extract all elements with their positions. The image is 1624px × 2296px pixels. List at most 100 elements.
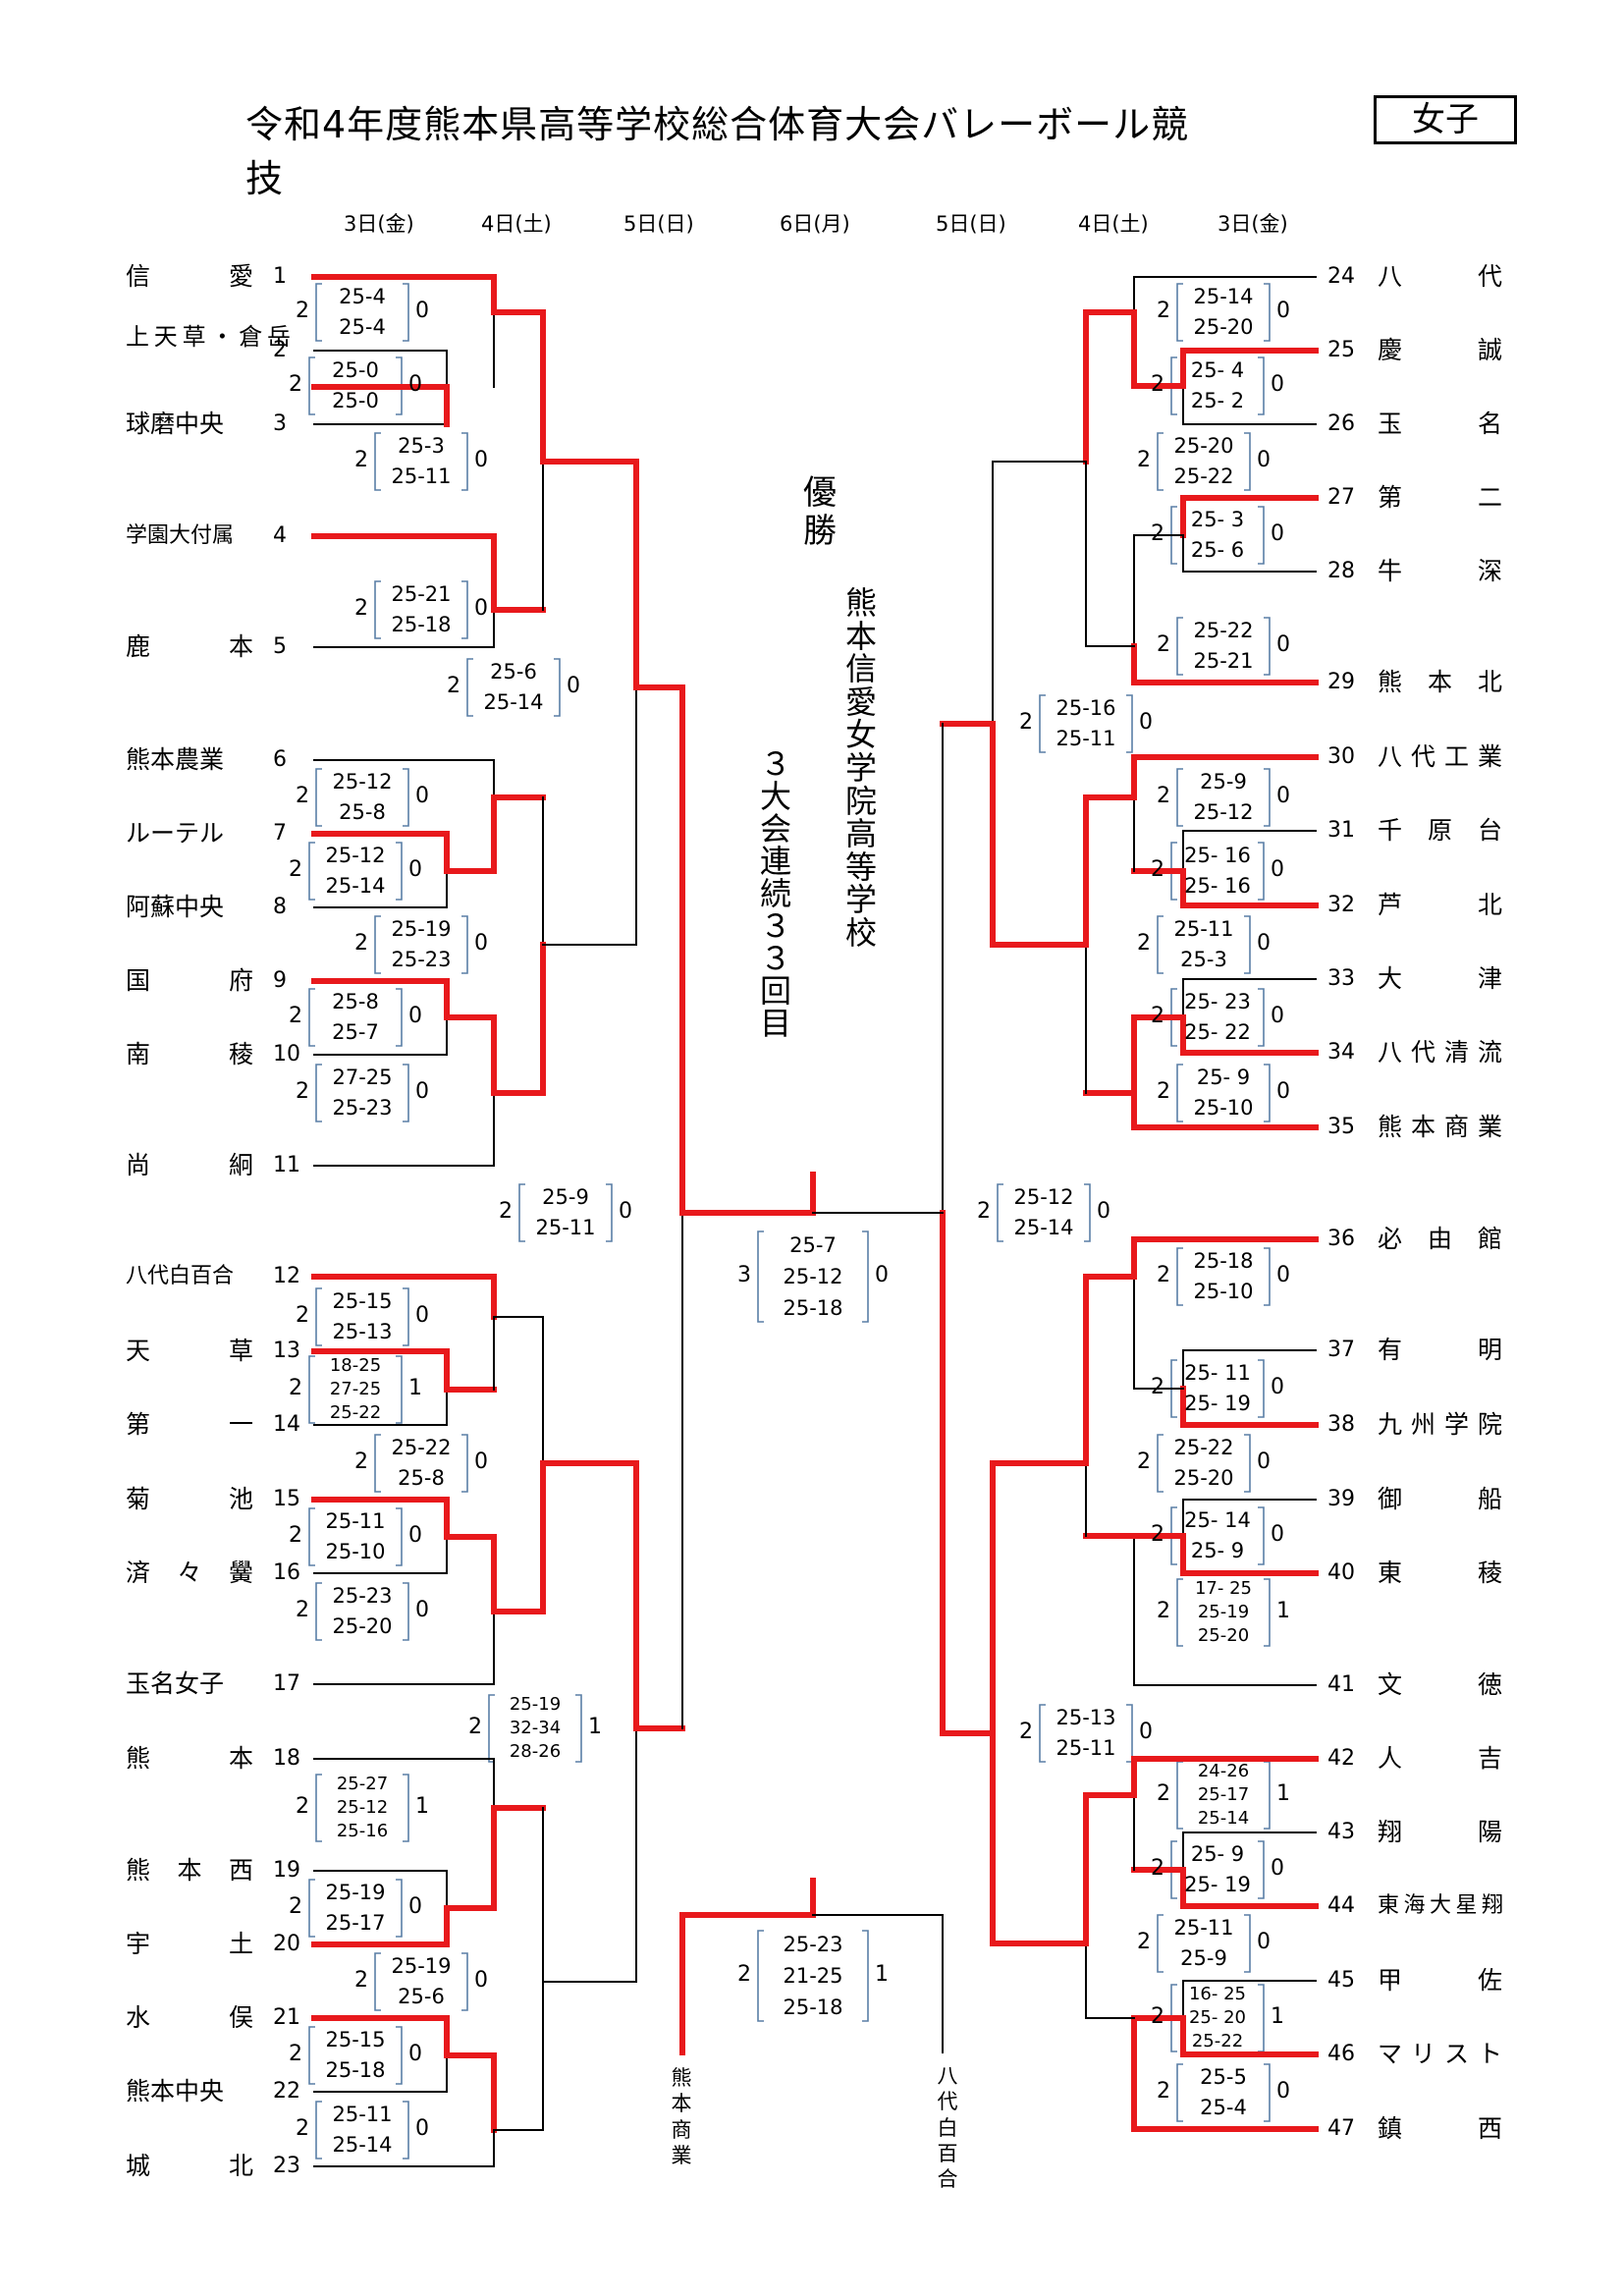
winner-sets: 2 (296, 1079, 309, 1104)
loser-sets: 0 (619, 1199, 632, 1224)
day-label: 3日(金) (344, 212, 414, 236)
team-number: 26 (1327, 411, 1355, 436)
winner-sets: 2 (1157, 1079, 1170, 1104)
set-score: 25-8 (398, 1466, 445, 1490)
team-name: 学園大付属 (126, 523, 235, 548)
winner-sets: 2 (289, 1894, 302, 1919)
day-label: 6日(月) (780, 212, 850, 236)
score-bracket-left (315, 283, 322, 342)
team-name: 人吉 (1378, 1744, 1502, 1773)
score-bracket-left (488, 1694, 495, 1763)
set-score: 25-16 (336, 1821, 389, 1841)
team-number: 13 (273, 1339, 300, 1363)
score-bracket-right (1258, 1984, 1265, 2052)
loser-sets: 0 (1276, 2079, 1290, 2104)
set-score: 25-9 (1200, 770, 1247, 793)
loser-sets: 0 (408, 372, 422, 397)
score-bracket-right (1126, 694, 1133, 753)
set-score: 25- 4 (1190, 358, 1245, 382)
loser-sets: 0 (408, 857, 422, 882)
set-score: 25-4 (339, 285, 386, 308)
set-score: 25- 22 (1184, 1020, 1251, 1044)
team-name: 玉名 (1378, 410, 1502, 438)
set-score: 25-12 (1013, 1185, 1074, 1209)
loser-sets: 0 (415, 1303, 429, 1328)
team-number: 25 (1327, 338, 1355, 362)
team-name: 八代白百合 (126, 1264, 235, 1288)
winner-sets: 2 (468, 1715, 482, 1739)
team-name: 千原台 (1378, 816, 1502, 845)
set-score: 25- 2 (1190, 389, 1245, 412)
winner-sets: 2 (1151, 857, 1164, 882)
team-number: 21 (273, 2005, 300, 2030)
score-bracket-left (1176, 1578, 1183, 1647)
score-bracket-left (1157, 1914, 1164, 1973)
team-number: 15 (273, 1487, 300, 1511)
team-number: 11 (273, 1153, 300, 1177)
set-score: 32-34 (509, 1718, 562, 1738)
team-number: 18 (273, 1746, 300, 1771)
team-name: 大津 (1378, 964, 1502, 993)
loser-sets: 1 (1276, 1599, 1290, 1623)
winner-sets: 2 (1151, 521, 1164, 546)
loser-sets: 0 (1139, 1720, 1153, 1744)
winner-sets: 2 (354, 596, 368, 621)
set-score: 25-8 (339, 800, 386, 824)
score-bracket-left (757, 1930, 764, 2022)
team-number: 23 (273, 2154, 300, 2178)
score-bracket-right (403, 1774, 409, 1842)
set-score: 25-9 (542, 1185, 589, 1209)
winner-sets: 2 (289, 857, 302, 882)
team-name: 文徳 (1378, 1670, 1502, 1699)
team-number: 29 (1327, 670, 1355, 694)
set-score: 25-6 (398, 1985, 445, 2008)
score-bracket-right (403, 1582, 409, 1641)
loser-sets: 1 (875, 1962, 889, 1987)
loser-sets: 0 (415, 2116, 429, 2141)
team-name: 東海大星翔 (1378, 1893, 1503, 1918)
winner-sets: 2 (1157, 1263, 1170, 1287)
loser-sets: 0 (1271, 1522, 1284, 1547)
loser-sets: 0 (1271, 857, 1284, 882)
winner-sets: 2 (1151, 1004, 1164, 1028)
winner-sets: 2 (1137, 448, 1151, 472)
score-bracket-left (374, 580, 381, 639)
set-score: 25- 19 (1184, 1873, 1251, 1896)
team-number: 45 (1327, 1968, 1355, 1993)
score-bracket-right (862, 1930, 869, 2022)
score-bracket-right (1258, 842, 1265, 901)
score-bracket-right (1258, 356, 1265, 415)
team-number: 5 (273, 634, 287, 659)
winner-sets: 2 (289, 2042, 302, 2066)
loser-sets: 0 (1271, 521, 1284, 546)
division-badge: 女子 (1374, 95, 1517, 144)
team-name: 八代 (1378, 262, 1502, 291)
set-score: 25-12 (336, 1797, 389, 1818)
winner-sets: 2 (296, 1598, 309, 1622)
score-bracket-right (1244, 915, 1251, 974)
set-score: 25-20 (332, 1614, 393, 1638)
set-score: 25-7 (789, 1233, 837, 1257)
team-number: 6 (273, 747, 287, 772)
winner-sets: 2 (289, 1376, 302, 1400)
score-bracket-right (1258, 1359, 1265, 1418)
score-bracket-right (461, 1952, 468, 2011)
set-score: 25-11 (1056, 727, 1116, 750)
loser-sets: 1 (1271, 2004, 1284, 2029)
score-bracket-left (1176, 617, 1183, 676)
score-bracket-right (461, 1434, 468, 1493)
score-bracket-left (308, 1507, 315, 1566)
champion-label: 優勝 (803, 473, 837, 552)
set-score: 25-11 (1056, 1736, 1116, 1760)
score-bracket-left (315, 2101, 322, 2159)
set-score: 25-3 (398, 434, 445, 458)
score-bracket-left (308, 988, 315, 1047)
score-bracket-right (1264, 1247, 1271, 1306)
winner-sets: 2 (296, 784, 309, 808)
score-bracket-right (403, 768, 409, 827)
score-bracket-left (518, 1183, 525, 1242)
team-number: 7 (273, 821, 287, 846)
loser-sets: 0 (474, 1449, 488, 1474)
winner-sets: 2 (289, 372, 302, 397)
score-bracket-right (554, 658, 561, 717)
